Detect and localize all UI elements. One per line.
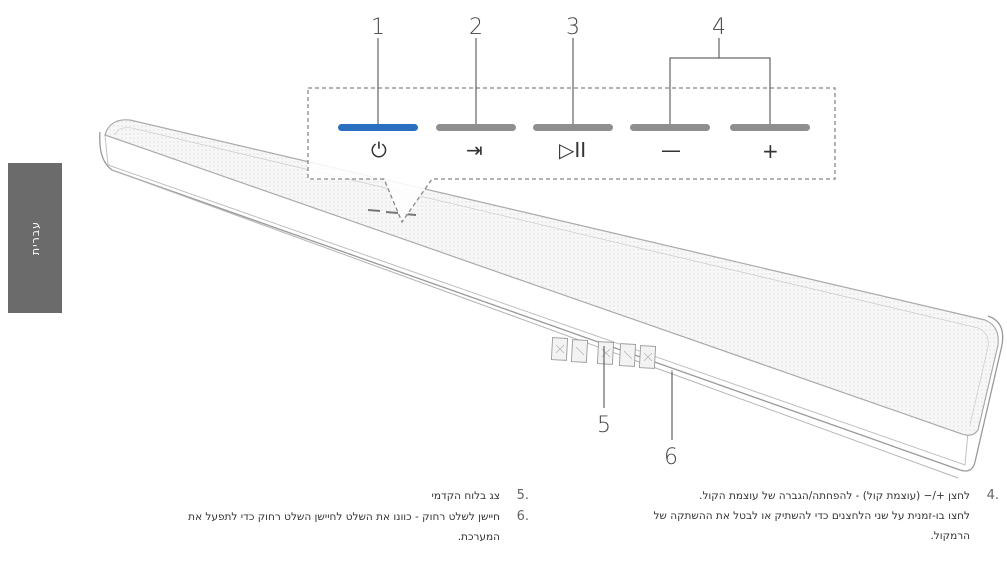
callout-5: 5 (597, 413, 611, 438)
plus-icon: + (762, 139, 779, 163)
item-5-number-wrap: .5 (505, 486, 529, 506)
source-button[interactable]: ⇥ (436, 124, 516, 162)
front-panel-display (550, 337, 657, 369)
callout-6: 6 (664, 445, 678, 470)
play-pause-button[interactable]: ▷II (533, 124, 613, 162)
button-panel-callout (307, 87, 836, 224)
minus-icon: — (661, 138, 681, 162)
volume-up-button[interactable]: + (730, 124, 810, 163)
power-icon: ⏻ (371, 138, 387, 162)
description-item-5: צג בלוח הקדמי (100, 486, 500, 506)
callout-3: 3 (566, 15, 580, 40)
callout-1: 1 (371, 15, 385, 40)
item-4-line-2: לחצו בו-זמנית על שני הלחצנים כדי להשתיק … (653, 510, 970, 522)
item-6-number: .6 (516, 509, 529, 524)
leader-lines (377, 38, 771, 440)
soundbar-body (99, 119, 1004, 479)
source-icon: ⇥ (466, 138, 483, 162)
item-4-number-wrap: .4 (975, 486, 999, 506)
item-5-line-1: צג בלוח הקדמי (431, 490, 500, 502)
callout-4: 4 (712, 15, 726, 40)
language-tab: עברית (8, 163, 62, 313)
item-4-line-3: הרמקול. (930, 530, 970, 542)
item-4-line-1: לחצן +/− (עוצמת קול) - להפחתה/הגברה של ע… (699, 490, 970, 502)
power-button[interactable]: ⏻ (338, 124, 418, 162)
play-pause-icon: ▷II (559, 138, 586, 162)
item-4-number: .4 (986, 488, 999, 503)
description-item-6: חיישן לשלט רחוק - כוונו את השלט לחיישן ה… (100, 507, 500, 547)
item-6-line-1: חיישן לשלט רחוק - כוונו את השלט לחיישן ה… (188, 511, 500, 523)
volume-down-button[interactable]: — (630, 124, 710, 162)
callout-2: 2 (469, 15, 483, 40)
description-item-4: לחצן +/− (עוצמת קול) - להפחתה/הגברה של ע… (560, 486, 970, 546)
item-6-number-wrap: .6 (505, 507, 529, 527)
item-5-number: .5 (516, 488, 529, 503)
item-6-line-2: המערכת. (457, 531, 500, 543)
